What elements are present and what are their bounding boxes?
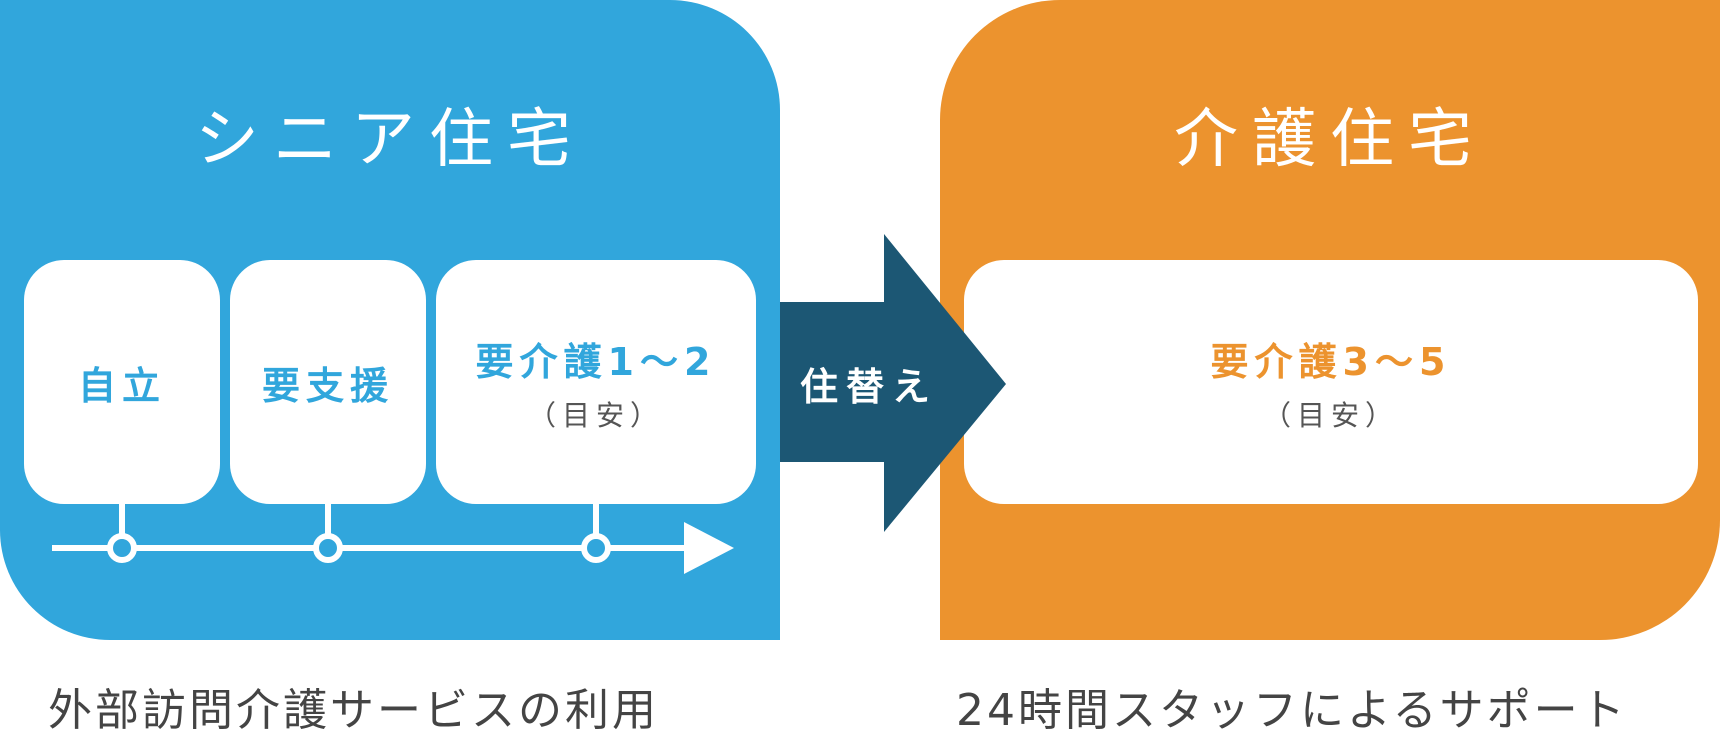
- senior-housing-caption: 外部訪問介護サービスの利用: [48, 685, 659, 736]
- stage-label: 要介護1～2: [475, 339, 717, 384]
- stage-card-support-needed: 要支援: [230, 260, 426, 504]
- stage-card-independent: 自立: [24, 260, 220, 504]
- care-housing-caption: 24時間スタッフによるサポート: [956, 685, 1628, 736]
- stage-card-care-level-1-2: 要介護1～2 （目安）: [436, 260, 756, 504]
- care-progression-timeline: [52, 504, 734, 574]
- care-housing-panel: 介護住宅 要介護3～5 （目安）: [940, 0, 1720, 640]
- senior-housing-title: シニア住宅: [195, 103, 585, 177]
- stage-label: 要支援: [261, 363, 394, 408]
- timeline-marker: [107, 533, 137, 563]
- stage-label: 自立: [77, 363, 166, 408]
- senior-housing-panel: シニア住宅 自立 要支援 要介護1～2 （目安）: [0, 0, 780, 640]
- stage-card-care-level-3-5: 要介護3～5 （目安）: [964, 260, 1698, 504]
- stage-sub-label: （目安）: [1262, 398, 1399, 432]
- care-housing-title: 介護住宅: [1174, 103, 1486, 177]
- timeline-marker: [581, 533, 611, 563]
- move-arrow: [780, 234, 1006, 532]
- move-label: 住替え: [800, 365, 939, 409]
- stage-label: 要介護3～5: [1210, 339, 1452, 384]
- stage-sub-label: （目安）: [527, 398, 664, 432]
- timeline-marker: [313, 533, 343, 563]
